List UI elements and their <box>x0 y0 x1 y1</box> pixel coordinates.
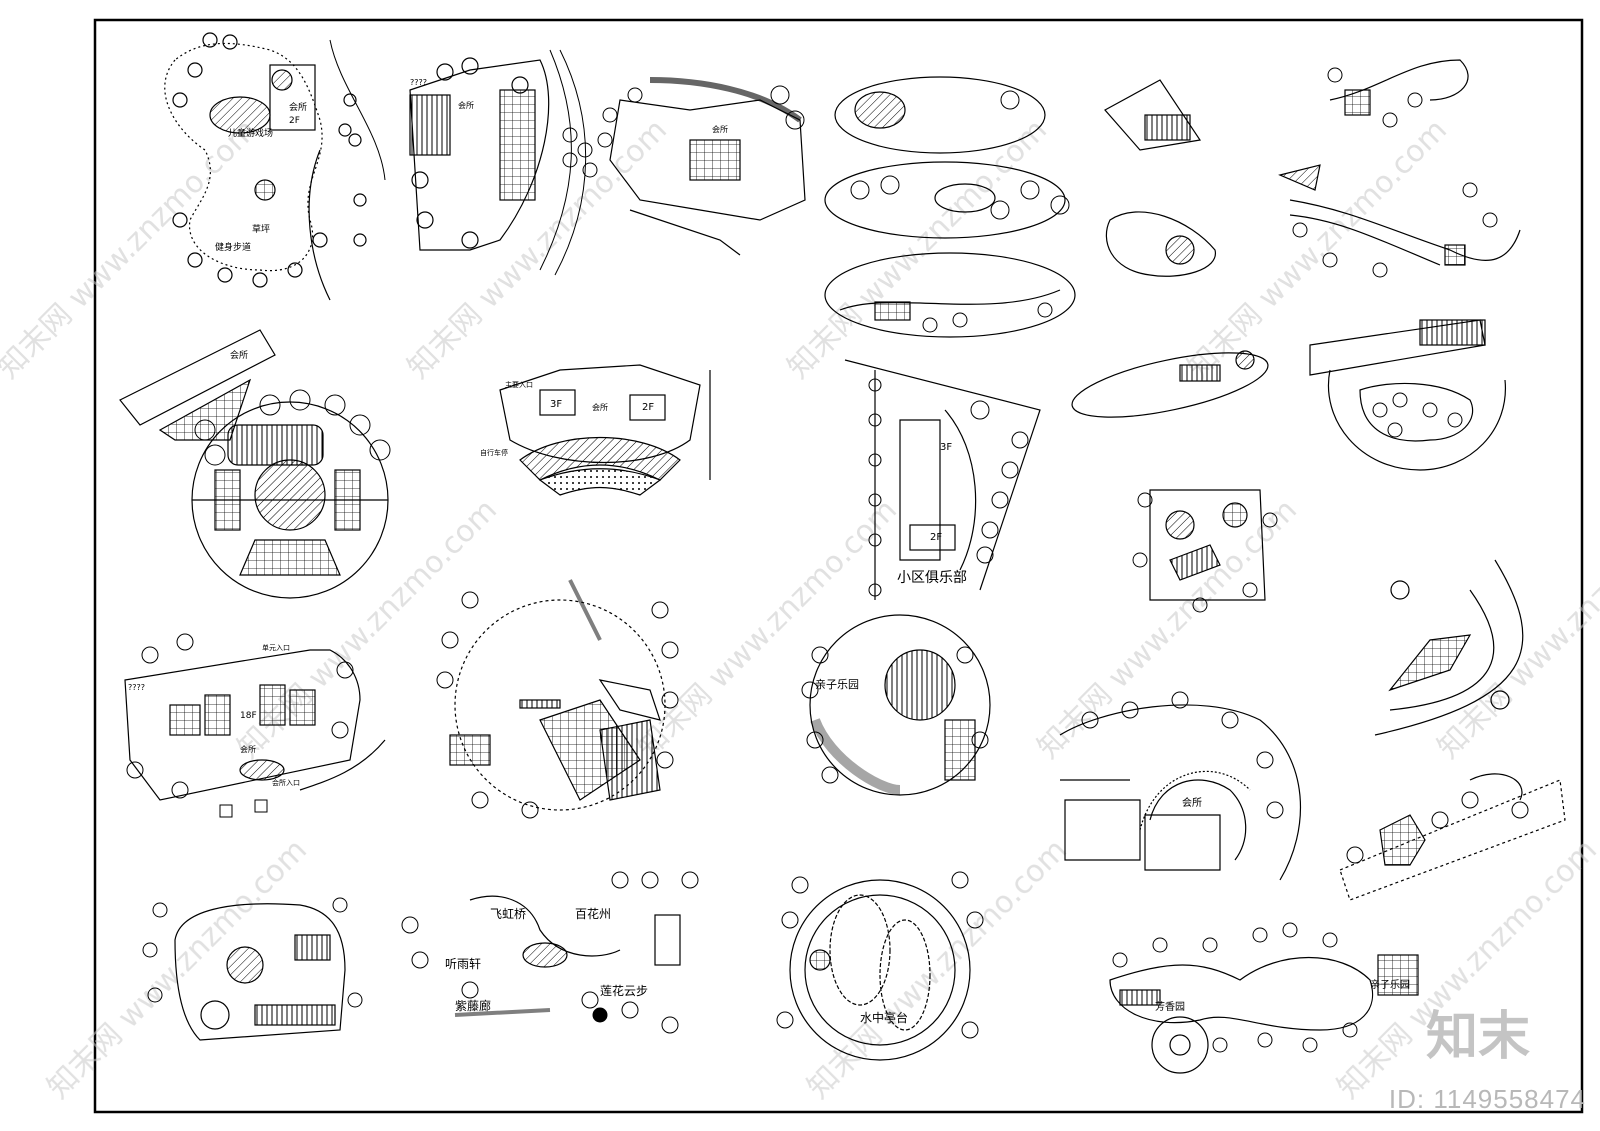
label-2f: 2F <box>642 402 654 413</box>
watermark-text: 知末网 www.znzmo.com <box>41 833 314 1106</box>
label-water-pavilion: 水中亭台 <box>860 1010 908 1025</box>
watermark-text: 知末网 www.znzmo.com <box>1431 493 1600 766</box>
plan-semicircle-clubhouse <box>1059 691 1302 881</box>
label-18f: 18F <box>240 711 257 721</box>
plan-square-garden <box>1132 489 1278 613</box>
label-3f: 3F <box>940 442 952 453</box>
plan-water-pavilion <box>776 871 984 1061</box>
plan-community-club <box>844 359 1041 600</box>
plan-garden-path-park <box>1109 922 1419 1074</box>
label-wisteria-corridor: 紫藤廊 <box>455 998 491 1013</box>
label-lotus-path: 莲花云步 <box>600 983 648 998</box>
label-clubhouse: 会所 <box>240 744 256 754</box>
label-kids-playground: 儿童游戏场 <box>228 127 273 139</box>
plan-elliptical-gardens <box>824 76 1076 338</box>
label-parent-child-park: 亲子乐园 <box>815 677 859 691</box>
label-2f: 2F <box>289 116 300 126</box>
plan-residential-18f <box>124 633 386 818</box>
plan-small-corner <box>1104 79 1216 277</box>
label-qmarks: ???? <box>410 78 427 87</box>
plan-kids-playground <box>164 32 386 301</box>
label-parent-child-park: 亲子乐园 <box>1370 978 1410 991</box>
label-3f: 3F <box>550 399 562 410</box>
watermark-text: 知末网 www.znzmo.com <box>801 833 1074 1106</box>
plan-named-garden <box>401 871 699 1034</box>
label-clubhouse: 会所 <box>289 101 307 113</box>
label-fragrance-garden: 芳香园 <box>1155 1000 1185 1013</box>
plan-narrow-ellipse <box>1071 350 1269 418</box>
watermark-text: 知末网 www.znzmo.com <box>781 113 1054 386</box>
image-id-label: ID: 1149558474 <box>1388 1084 1586 1114</box>
plan-courtyard-garden <box>142 897 363 1041</box>
label-clubhouse-entrance: 会所入口 <box>272 778 300 787</box>
label-clubhouse: 会所 <box>230 349 248 361</box>
plan-pavilion-path <box>1278 59 1521 278</box>
label-clubhouse: 会所 <box>458 100 474 110</box>
plan-curved-clubhouse <box>409 49 587 276</box>
label-clubhouse: 会所 <box>1182 796 1202 809</box>
label-tingyu-pavilion: 听雨轩 <box>445 957 481 971</box>
label-unit-entrance: 单元入口 <box>262 643 290 652</box>
plan-arc-pavilion <box>1374 559 1524 736</box>
plan-circular-garden <box>436 579 679 819</box>
label-main-entrance: 主要入口 <box>505 380 533 389</box>
label-feihong-bridge: 飞虹桥 <box>490 907 526 921</box>
label-lawn: 草坪 <box>252 223 270 235</box>
watermark-text: 知末网 www.znzmo.com <box>1031 493 1304 766</box>
label-clubhouse: 会所 <box>592 402 608 412</box>
plan-round-plaza <box>119 329 391 599</box>
sheet-border <box>93 18 1584 1114</box>
watermark-text: 知末网 www.znzmo.com <box>1181 113 1454 386</box>
label-community-club: 小区俱乐部 <box>897 570 967 586</box>
brand-logo: 知末 <box>1425 1007 1530 1067</box>
plan-residential-garden <box>1309 319 1506 471</box>
label-qmarks: ???? <box>128 683 145 692</box>
plan-hexagon-garden <box>1339 773 1566 901</box>
label-baihua-isle: 百花州 <box>575 906 611 921</box>
label-bike-parking: 自行车停 <box>480 448 508 457</box>
label-clubhouse: 会所 <box>712 124 728 134</box>
label-fitness-path: 健身步道 <box>215 241 251 253</box>
watermark-text: 知末网 www.znzmo.com <box>631 493 904 766</box>
plan-polygon-clubhouse <box>562 77 806 256</box>
plan-parent-child-park <box>801 614 991 796</box>
label-2f: 2F <box>930 532 942 543</box>
plan-fan-clubhouse <box>499 364 711 496</box>
